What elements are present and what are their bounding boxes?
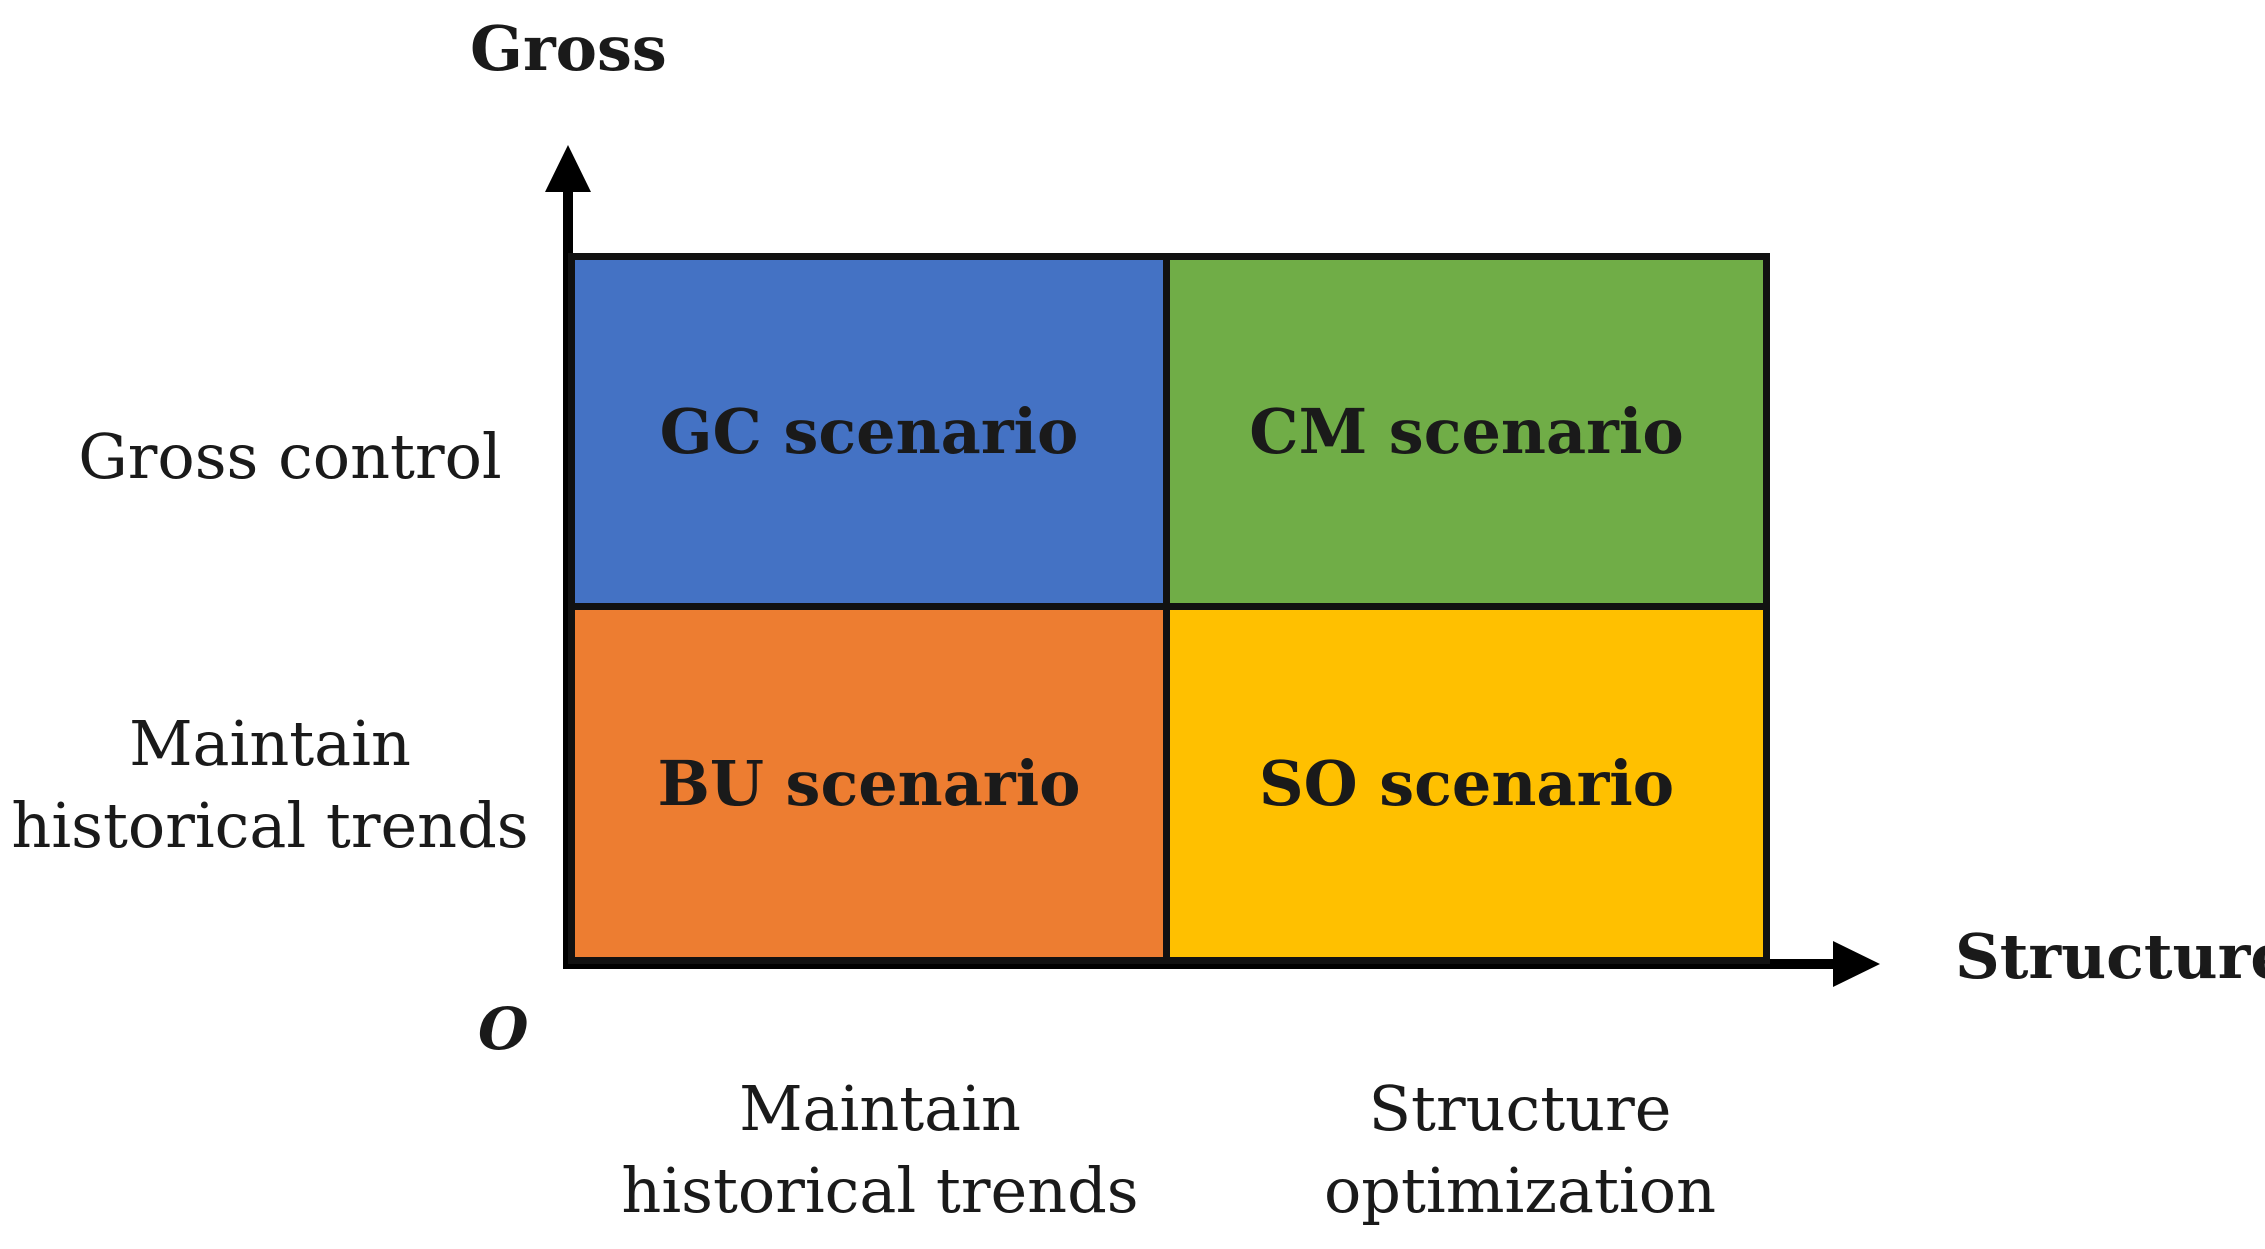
- col-label-structure-optimization-line-1: Structure: [1368, 1072, 1672, 1145]
- origin-label: O: [478, 995, 529, 1063]
- quadrant-bu: BU scenario: [568, 603, 1170, 964]
- quadrant-so: SO scenario: [1163, 603, 1770, 964]
- col-label-structure-optimization: Structure optimization: [1270, 1068, 1770, 1232]
- quadrant-so-label: SO scenario: [1258, 747, 1675, 820]
- quadrant-gc-label: GC scenario: [659, 395, 1079, 468]
- x-axis-title: Structure: [1955, 920, 2265, 993]
- quadrant-bu-label: BU scenario: [657, 747, 1081, 820]
- row-label-maintain-historical: Maintain historical trends: [10, 703, 530, 867]
- quadrant-cm-label: CM scenario: [1249, 395, 1684, 468]
- col-label-maintain-historical: Maintain historical trends: [620, 1068, 1140, 1232]
- y-axis-title: Gross: [470, 12, 667, 85]
- quadrant-gc: GC scenario: [568, 253, 1170, 610]
- y-axis-arrowhead: [545, 145, 591, 192]
- col-label-structure-optimization-line-2: optimization: [1323, 1154, 1716, 1227]
- row-label-maintain-historical-line-1: Maintain: [129, 707, 411, 780]
- row-label-gross-control-line-1: Gross control: [78, 420, 502, 493]
- col-label-maintain-historical-line-2: historical trends: [621, 1154, 1139, 1227]
- row-label-maintain-historical-line-2: historical trends: [11, 789, 529, 862]
- quadrant-cm: CM scenario: [1163, 253, 1770, 610]
- col-label-maintain-historical-line-1: Maintain: [739, 1072, 1021, 1145]
- x-axis-arrowhead: [1833, 941, 1880, 987]
- row-label-gross-control: Gross control: [40, 416, 540, 498]
